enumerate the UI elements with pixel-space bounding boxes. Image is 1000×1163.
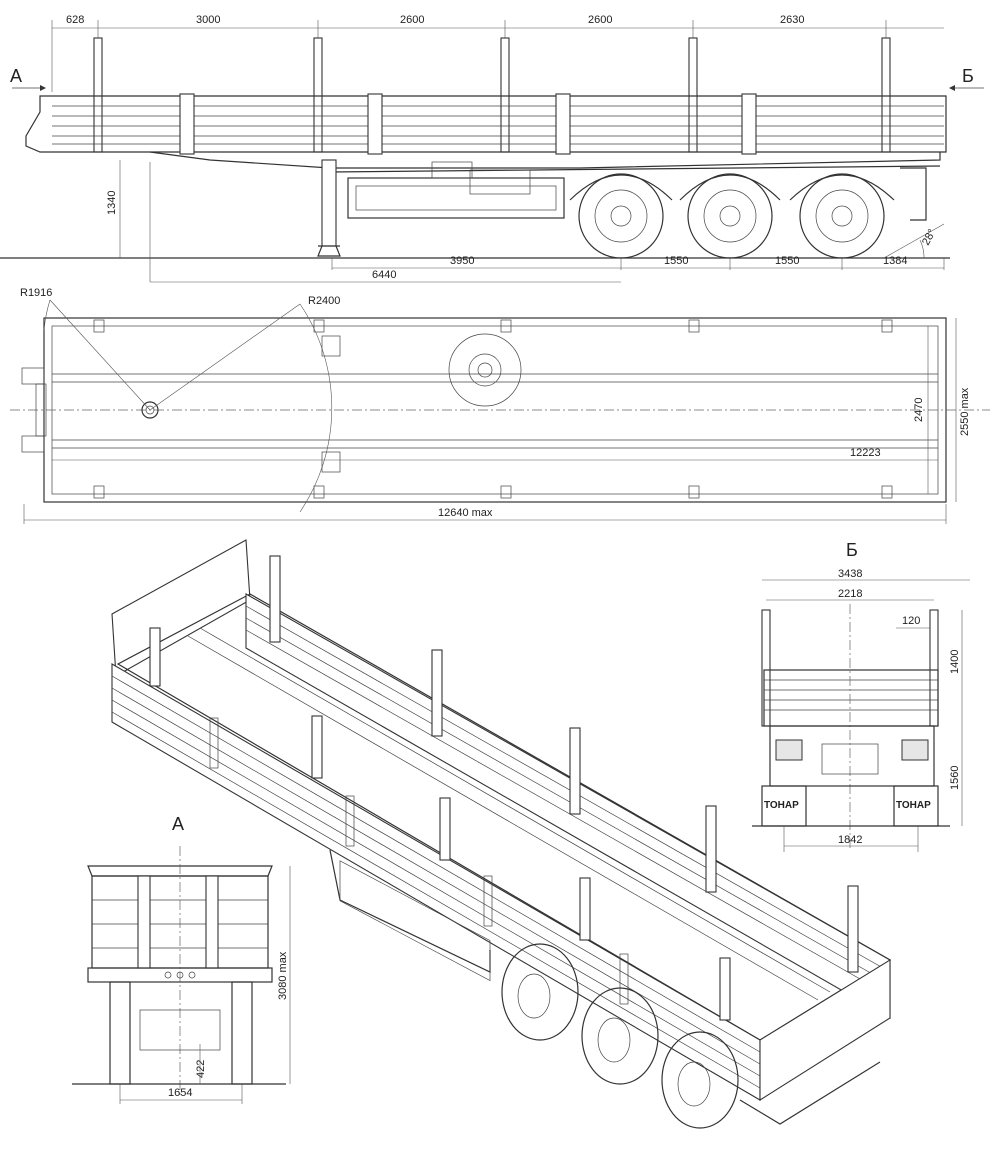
angle-label: 28° bbox=[920, 227, 938, 247]
view-b-title: Б bbox=[846, 540, 858, 560]
dim-b-side-height: 1400 bbox=[949, 650, 961, 674]
dim-b-inner-width: 2218 bbox=[838, 588, 862, 600]
view-b-marker: Б bbox=[962, 66, 974, 86]
brand-right: ТОНАР bbox=[896, 800, 931, 811]
radius-small: R1916 bbox=[20, 287, 52, 299]
dim-bottom-3: 1550 bbox=[775, 255, 799, 267]
dim-inner-length: 12223 bbox=[850, 447, 881, 459]
dim-overall-width: 2550 max bbox=[959, 387, 971, 436]
plan-view: R1916 R2400 12223 12640 max 2470 2550 ma… bbox=[10, 287, 990, 524]
isometric-view bbox=[111, 539, 892, 1129]
side-view: 628 3000 2600 2600 2630 А Б bbox=[0, 14, 984, 283]
dim-bottom-1: 3950 bbox=[450, 255, 474, 267]
dim-top-3: 2600 bbox=[400, 14, 424, 26]
dim-top-4: 2600 bbox=[588, 14, 612, 26]
dim-bottom-2: 1550 bbox=[664, 255, 688, 267]
view-a: А 3080 max 422 1654 bbox=[72, 814, 291, 1104]
dim-a-total-height: 3080 max bbox=[277, 951, 289, 1000]
brand-left: ТОНАР bbox=[764, 800, 799, 811]
dim-top-5: 2630 bbox=[780, 14, 804, 26]
dim-overall: 6440 bbox=[372, 269, 396, 281]
view-a-marker: А bbox=[10, 66, 22, 86]
dim-a-kingpin-height: 422 bbox=[195, 1060, 207, 1078]
dim-a-support-width: 1654 bbox=[168, 1087, 192, 1099]
dim-height: 1340 bbox=[106, 191, 118, 215]
radius-large: R2400 bbox=[308, 295, 340, 307]
view-a-title: А bbox=[172, 814, 184, 834]
view-b: Б 3438 2218 120 ТОНАР ТОНАР 1400 1560 bbox=[752, 540, 970, 852]
dim-b-offset: 120 bbox=[902, 615, 920, 627]
dim-b-floor-height: 1560 bbox=[949, 766, 961, 790]
dim-top-1: 628 bbox=[66, 14, 84, 26]
dim-inner-width: 2470 bbox=[913, 398, 925, 422]
dim-top-2: 3000 bbox=[196, 14, 220, 26]
dim-bottom-4: 1384 bbox=[883, 255, 907, 267]
iso-wheels bbox=[501, 943, 739, 1129]
side-wheels bbox=[578, 173, 885, 259]
dim-b-top-width: 3438 bbox=[838, 568, 862, 580]
dim-b-track: 1842 bbox=[838, 834, 862, 846]
dim-overall-length: 12640 max bbox=[438, 507, 493, 519]
